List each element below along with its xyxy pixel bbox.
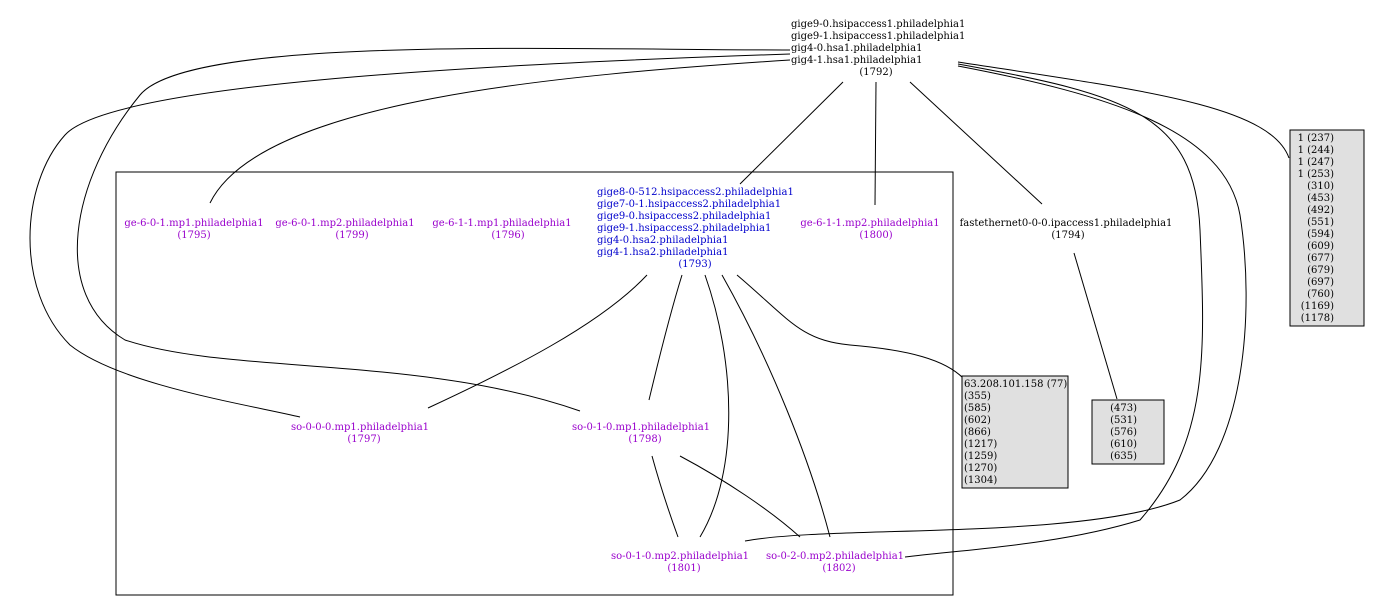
list-item: 1 (237) [1298, 133, 1335, 144]
edge-1792-1802 [904, 63, 1204, 558]
node-1796[interactable]: ge-6-1-1.mp1.philadelphia1 (1796) [432, 218, 571, 241]
node-1792-line: gig4-0.hsa1.philadelphia1 [791, 43, 922, 54]
list-item: (635) [1110, 451, 1137, 462]
edge-1792-right-list [957, 61, 1290, 159]
node-1793-line: gig4-1.hsa2.philadelphia1 [597, 247, 728, 258]
fe-list-box: (473)(531)(576)(610)(635) [1091, 399, 1165, 465]
node-1794-id: (1794) [1051, 230, 1084, 241]
list-item: (531) [1110, 415, 1137, 426]
list-item: (1217) [964, 439, 997, 450]
node-1797-id: (1797) [347, 434, 380, 445]
list-item: (1178) [1301, 313, 1334, 324]
node-1792-line: gige9-0.hsipaccess1.philadelphia1 [791, 19, 965, 30]
edge-1792-1793 [739, 81, 844, 185]
edge-1792-1794 [909, 81, 1043, 205]
list-item: (1304) [964, 475, 997, 486]
edges [29, 47, 1290, 558]
list-item: (1259) [964, 451, 997, 462]
ip-list-lines: 63.208.101.158 (77)(355)(585)(602)(866)(… [964, 379, 1067, 486]
list-item: (473) [1110, 403, 1137, 414]
node-1794-label: fastethernet0-0-0.ipaccess1.philadelphia… [960, 218, 1173, 229]
list-item: (551) [1307, 217, 1334, 228]
node-1802-label: so-0-2-0.mp2.philadelphia1 [766, 551, 904, 562]
edge-1792-1798 [76, 47, 791, 412]
list-item: 1 (253) [1298, 169, 1335, 180]
node-1799-label: ge-6-0-1.mp2.philadelphia1 [275, 218, 414, 229]
list-item: (677) [1307, 253, 1334, 264]
node-1793-line: gige7-0-1.hsipaccess2.philadelphia1 [597, 199, 781, 210]
list-item: (492) [1307, 205, 1334, 216]
list-item: (453) [1307, 193, 1334, 204]
node-1801-id: (1801) [667, 563, 700, 574]
node-1799[interactable]: ge-6-0-1.mp2.philadelphia1 (1799) [275, 218, 414, 241]
edge-1793-1797 [427, 274, 648, 409]
cluster-boundary [115, 171, 954, 596]
list-item: (576) [1110, 427, 1137, 438]
list-item: (602) [964, 415, 991, 426]
node-1800[interactable]: ge-6-1-1.mp2.philadelphia1 (1800) [800, 218, 939, 241]
node-1798-label: so-0-1-0.mp1.philadelphia1 [572, 422, 710, 433]
node-1795-label: ge-6-0-1.mp1.philadelphia1 [124, 218, 263, 229]
node-1795-id: (1795) [177, 230, 210, 241]
edge-1794-fe-list [1073, 252, 1118, 400]
list-item: (585) [964, 403, 991, 414]
right-list-box: 1 (237)1 (244)1 (247)1 (253)(310)(453)(4… [1289, 129, 1365, 327]
list-item: 63.208.101.158 (77) [964, 379, 1067, 390]
node-1792-line: gige9-1.hsipaccess1.philadelphia1 [791, 31, 965, 42]
list-item: (594) [1307, 229, 1334, 240]
node-1797-label: so-0-0-0.mp1.philadelphia1 [291, 422, 429, 433]
right-list-lines: 1 (237)1 (244)1 (247)1 (253)(310)(453)(4… [1298, 133, 1335, 324]
node-1800-id: (1800) [859, 230, 892, 241]
node-1792[interactable]: gige9-0.hsipaccess1.philadelphia1 gige9-… [791, 19, 965, 78]
list-item: (760) [1307, 289, 1334, 300]
edge-1793-1801 [699, 274, 730, 538]
list-item: (679) [1307, 265, 1334, 276]
node-1801-label: so-0-1-0.mp2.philadelphia1 [611, 551, 749, 562]
list-item: (355) [964, 391, 991, 402]
edge-1792-1801 [744, 65, 1247, 542]
node-1796-id: (1796) [491, 230, 524, 241]
list-item: 1 (244) [1298, 145, 1335, 156]
list-item: (610) [1110, 439, 1137, 450]
node-1793-id: (1793) [678, 259, 711, 270]
node-1797[interactable]: so-0-0-0.mp1.philadelphia1 (1797) [291, 422, 429, 445]
list-item: (866) [964, 427, 991, 438]
edge-1798-1801 [651, 455, 679, 538]
edge-1792-1797 [29, 53, 791, 418]
edge-1793-ip-list [736, 274, 964, 379]
edge-1798-1802 [679, 455, 801, 538]
edge-1793-1802 [721, 274, 831, 538]
node-1794[interactable]: fastethernet0-0-0.ipaccess1.philadelphia… [960, 218, 1173, 241]
node-1793-line: gige8-0-512.hsipaccess2.philadelphia1 [597, 187, 794, 198]
node-1793-line: gig4-0.hsa2.philadelphia1 [597, 235, 728, 246]
node-1798-id: (1798) [628, 434, 661, 445]
node-1802-id: (1802) [822, 563, 855, 574]
list-item: (609) [1307, 241, 1334, 252]
node-1801[interactable]: so-0-1-0.mp2.philadelphia1 (1801) [611, 551, 749, 574]
list-item: (1169) [1301, 301, 1334, 312]
list-item: (1270) [964, 463, 997, 474]
node-1792-line: gig4-1.hsa1.philadelphia1 [791, 55, 922, 66]
list-item: (697) [1307, 277, 1334, 288]
fe-list-lines: (473)(531)(576)(610)(635) [1110, 403, 1137, 462]
edge-1792-1800 [874, 81, 877, 206]
edge-1792-1795 [209, 59, 791, 204]
node-1793-line: gige9-1.hsipaccess2.philadelphia1 [597, 223, 771, 234]
ip-list-box: 63.208.101.158 (77)(355)(585)(602)(866)(… [961, 375, 1069, 489]
node-1796-label: ge-6-1-1.mp1.philadelphia1 [432, 218, 571, 229]
list-item: 1 (247) [1298, 157, 1335, 168]
node-1799-id: (1799) [335, 230, 368, 241]
node-1793[interactable]: gige8-0-512.hsipaccess2.philadelphia1 gi… [597, 187, 794, 270]
node-1792-id: (1792) [859, 67, 892, 78]
node-1795[interactable]: ge-6-0-1.mp1.philadelphia1 (1795) [124, 218, 263, 241]
edge-1793-1798 [648, 274, 683, 401]
node-1802[interactable]: so-0-2-0.mp2.philadelphia1 (1802) [766, 551, 904, 574]
node-1800-label: ge-6-1-1.mp2.philadelphia1 [800, 218, 939, 229]
node-1793-line: gige9-0.hsipaccess2.philadelphia1 [597, 211, 771, 222]
list-item: (310) [1307, 181, 1334, 192]
node-1798[interactable]: so-0-1-0.mp1.philadelphia1 (1798) [572, 422, 710, 445]
